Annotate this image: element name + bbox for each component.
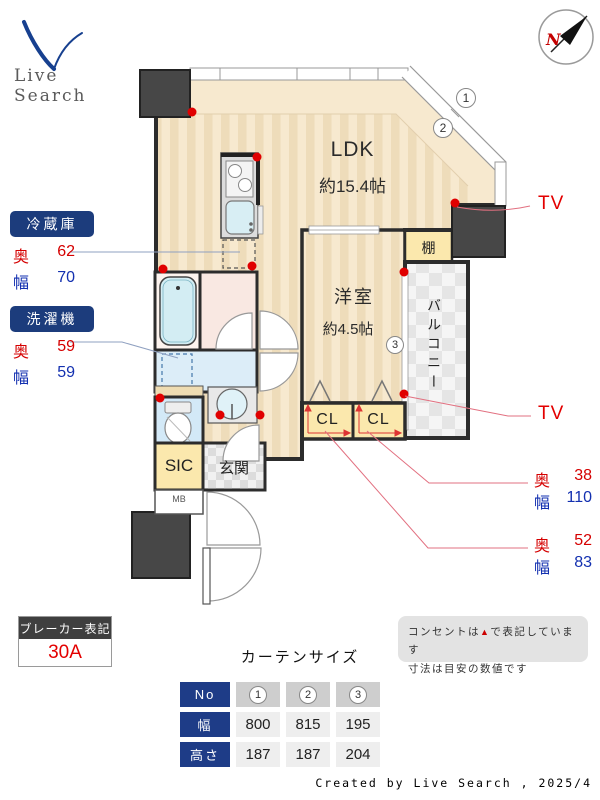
curtain-no-2: 2 [286,682,330,707]
balcony-area [401,260,470,440]
western-room-label: 洋室 [334,287,374,307]
western-room-floor [300,228,407,405]
shelf-label: 棚 [421,240,436,256]
logo-checkmark-icon [22,20,83,71]
washbasin-unit [207,386,258,424]
compass-north-label: N [546,30,561,49]
closet-right-label: CL [367,411,390,428]
ldk-label: LDK [330,138,375,161]
curtain-no-1: 1 [236,682,280,707]
breaker-title: ブレーカー表記 [19,617,111,639]
windows [189,65,507,207]
outlet-note-line1: コンセントは▲で表記しています [408,626,575,657]
pillar-bottom-left [131,511,191,579]
curtain-row-height: 高さ [180,742,230,767]
breaker-box: ブレーカー表記 30A [18,616,112,667]
closet-left-label: CL [316,411,339,428]
door-arcs [202,310,299,605]
curtain-table-title: カーテンサイズ [240,649,360,666]
kitchen-unit [220,152,264,269]
footer-credit: Created by Live Search , 2025/4 [315,776,592,790]
tv-label-lower: TV [538,403,565,424]
curtain-height-1: 187 [236,742,280,767]
window-tag-2: 2 [433,118,453,138]
connector-lines [70,205,531,549]
breaker-value: 30A [48,641,82,663]
compass-icon [538,9,594,65]
meter-box-label: MB [172,494,186,504]
curtain-no-3: 3 [336,682,380,707]
curtain-width-2: 815 [286,712,330,737]
curtain-col-no: No [180,682,230,707]
curtain-height-3: 204 [336,742,380,767]
ldk-size-label: 約15.4帖 [318,177,387,196]
curtain-width-1: 800 [236,712,280,737]
curtain-row-width: 幅 [180,712,230,737]
fridge-badge: 冷蔵庫 [10,211,94,237]
outlet-markers [155,107,460,420]
logo-text: Live Search [14,66,87,106]
balcony-label: バルコニー [426,298,442,393]
entrance-label: 玄関 [218,460,249,477]
curtain-table: No 1 2 3 幅 800 815 195 高さ 187 187 204 [180,682,380,767]
bathroom [153,270,202,352]
laundry-room [153,348,259,398]
meter-box-area [154,489,204,515]
shelf-area [403,228,454,264]
pillar-top-left [139,69,191,118]
closet-block [300,401,407,441]
outlet-triangle-icon: ▲ [480,627,491,637]
outlet-note: コンセントは▲で表記しています 寸法は目安の数値です [398,616,588,675]
folding-door-marks [309,379,393,402]
tv-label-upper: TV [538,193,565,214]
sic-label: SIC [164,456,194,475]
window-tag-1: 1 [456,88,476,108]
window-tag-3: 3 [386,336,404,354]
pillar-right [451,205,506,258]
outlet-note-line2: 寸法は目安の数値です [408,662,528,675]
curtain-width-3: 195 [336,712,380,737]
curtain-height-2: 187 [286,742,330,767]
washer-badge: 洗濯機 [10,306,94,332]
western-room-size-label: 約4.5帖 [322,321,374,338]
toilet-room [153,395,205,447]
